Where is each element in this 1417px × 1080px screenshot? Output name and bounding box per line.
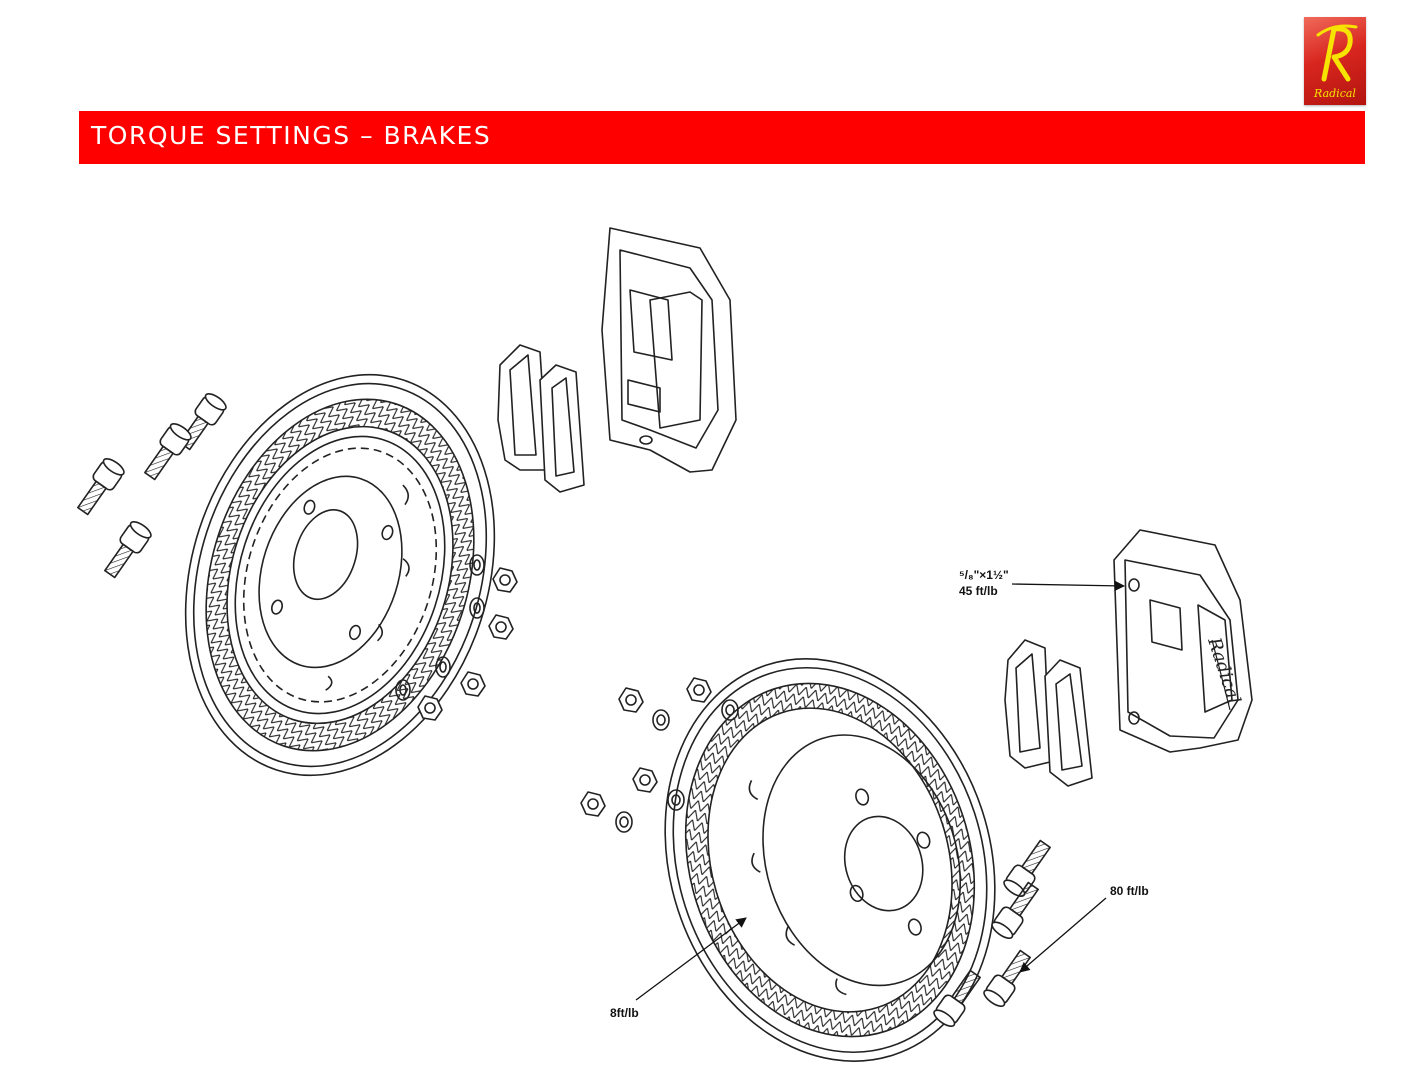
brake-pads-lower (1004, 639, 1093, 787)
nuts-washers-right (580, 677, 739, 833)
brake-caliper-lower: Radical (1113, 529, 1253, 753)
nuts-washers-left (395, 554, 518, 721)
brake-disc-right (664, 658, 996, 1062)
page-title: TORQUE SETTINGS – BRAKES (91, 121, 492, 150)
title-bar: TORQUE SETTINGS – BRAKES (79, 111, 1365, 164)
brake-caliper-upper (601, 227, 737, 473)
wheel-bolts-right (933, 839, 1051, 1028)
logo-wordmark: Radical (1313, 87, 1356, 100)
brake-pads-upper (497, 344, 585, 493)
wheel-bolt-torque-label: 80 ft/lb (1110, 884, 1149, 898)
radical-r-mark-icon: Radical (1313, 24, 1358, 100)
radical-logo: Radical (1304, 17, 1366, 105)
caliper-bolt-torque-label: 45 ft/lb (959, 584, 998, 598)
bell-bolt-torque-label: 8ft/lb (610, 1006, 639, 1020)
leader-wheel-bolt (1019, 897, 1107, 973)
wheel-bolts-left (77, 392, 227, 579)
caliper-bolt-size-label: ⁵/₈"×1½" (959, 568, 1009, 582)
brake-disc-left (184, 373, 496, 777)
leader-bell-bolt (635, 917, 747, 1001)
leader-caliper-bolt (1011, 580, 1126, 592)
